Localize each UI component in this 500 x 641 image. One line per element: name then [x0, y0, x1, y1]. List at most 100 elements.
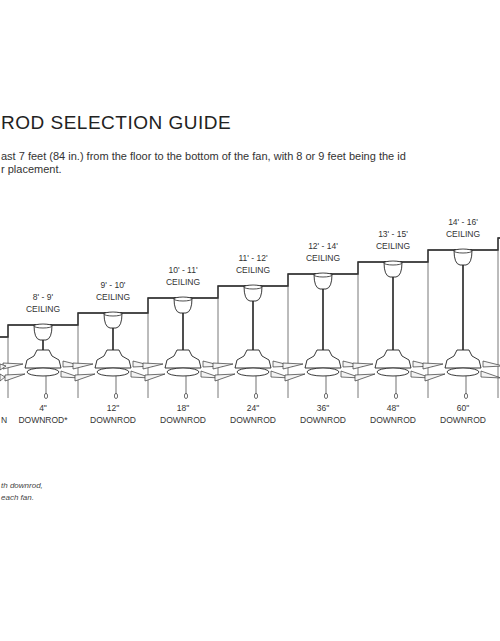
column-divider: [148, 298, 149, 398]
downrod-length: 48": [387, 404, 399, 413]
canopy: [454, 250, 472, 265]
downrod: [42, 340, 44, 350]
column-divider: [8, 325, 9, 398]
fan-blade: [283, 363, 303, 369]
downrod-length: 4": [39, 404, 47, 413]
downrod-length: 60": [457, 404, 469, 413]
canopy: [314, 273, 332, 277]
switch-housing: [237, 368, 269, 376]
fan-blade: [425, 374, 445, 381]
column-divider: [498, 238, 499, 398]
footnote: th downrod,: [1, 482, 43, 491]
downrod-label: DOWNROD: [440, 416, 486, 425]
downrod: [182, 313, 184, 350]
pull-chain: [254, 393, 257, 398]
switch-housing: [167, 368, 199, 376]
fan-blade: [145, 374, 165, 381]
fan-blade: [285, 374, 305, 381]
downrod-label: DOWNROD: [230, 416, 276, 425]
canopy: [174, 297, 192, 301]
guide-title: ROD SELECTION GUIDE: [1, 113, 231, 134]
canopy: [384, 262, 402, 277]
canopy: [174, 298, 192, 313]
pull-chain: [464, 393, 467, 398]
ceiling-height: 13' - 15': [378, 230, 408, 239]
downrod: [462, 265, 464, 350]
motor-housing: [165, 350, 201, 368]
downrod: [322, 289, 324, 350]
pull-chain: [324, 393, 327, 398]
downrod: [252, 301, 254, 350]
pull-chain: [116, 376, 117, 394]
downrod-label: DOWNROD: [370, 416, 416, 425]
ceiling-label: CEILING: [166, 278, 200, 287]
ceiling-label: CEILING: [376, 242, 410, 251]
pull-chain: [466, 376, 467, 394]
ceiling-label: CEILING: [306, 254, 340, 263]
downrod-label: DOWNROD: [300, 416, 346, 425]
motor-housing: [305, 350, 341, 368]
fan-blade: [0, 374, 5, 381]
canopy: [244, 286, 262, 301]
ceiling-height: 11' - 12': [238, 254, 267, 263]
ceiling-label: CEILING: [96, 293, 130, 302]
motor-housing: [375, 350, 411, 368]
downrod-label: DOWNROD*: [18, 416, 67, 425]
fan-blade: [353, 363, 373, 369]
ceiling-line: [0, 238, 500, 337]
pull-chain: [396, 376, 397, 394]
fan-blade: [143, 363, 163, 369]
canopy: [104, 312, 122, 316]
switch-housing: [97, 368, 129, 376]
downrod-length: 36": [317, 404, 329, 413]
downrod: [112, 328, 114, 350]
fan-blade: [75, 374, 95, 381]
motor-housing: [25, 350, 61, 368]
canopy: [34, 325, 52, 340]
downrod-length: 18": [177, 404, 189, 413]
fan-blade: [483, 361, 500, 367]
fan-blade: [0, 364, 6, 370]
downrod-length: 24": [247, 404, 259, 413]
fan-blade: [73, 363, 93, 369]
column-divider: [218, 286, 219, 398]
ceiling-height: 9' - 10': [101, 281, 126, 290]
column-divider: [78, 313, 79, 398]
switch-housing: [307, 368, 339, 376]
canopy: [244, 285, 262, 289]
canopy: [104, 313, 122, 328]
canopy: [454, 249, 472, 253]
fan-blade: [215, 374, 235, 381]
canopy: [314, 274, 332, 289]
ceiling-height: 14' - 16': [448, 218, 478, 227]
ceiling-height: 10' - 11': [168, 266, 197, 275]
pull-chain: [46, 376, 47, 394]
pull-chain: [326, 376, 327, 394]
pull-chain: [114, 393, 117, 398]
canopy: [384, 261, 402, 265]
intro-note: ast 7 feet (84 in.) from the floor to th…: [1, 150, 406, 162]
fan-blade: [481, 371, 500, 378]
fan-blade: [355, 374, 375, 381]
switch-housing: [377, 368, 409, 376]
ceiling-height: 8' - 9': [33, 293, 53, 302]
pull-chain: [44, 393, 47, 398]
pull-chain: [394, 393, 397, 398]
intro-note: r placement.: [1, 163, 62, 175]
ceiling-label: CEILING: [446, 230, 480, 239]
downrod-length: 12": [107, 404, 119, 413]
pull-chain: [186, 376, 187, 394]
canopy: [34, 324, 52, 328]
downrod: [392, 277, 394, 350]
pull-chain: [256, 376, 257, 394]
downrod-label: N: [1, 416, 7, 425]
fan-blade: [5, 374, 25, 381]
motor-housing: [445, 350, 481, 368]
footnote: each fan.: [1, 494, 34, 503]
motor-housing: [95, 350, 131, 368]
fan-blade: [213, 363, 233, 369]
downrod-label: DOWNROD: [160, 416, 206, 425]
fan-blade: [423, 363, 443, 369]
switch-housing: [447, 368, 479, 376]
